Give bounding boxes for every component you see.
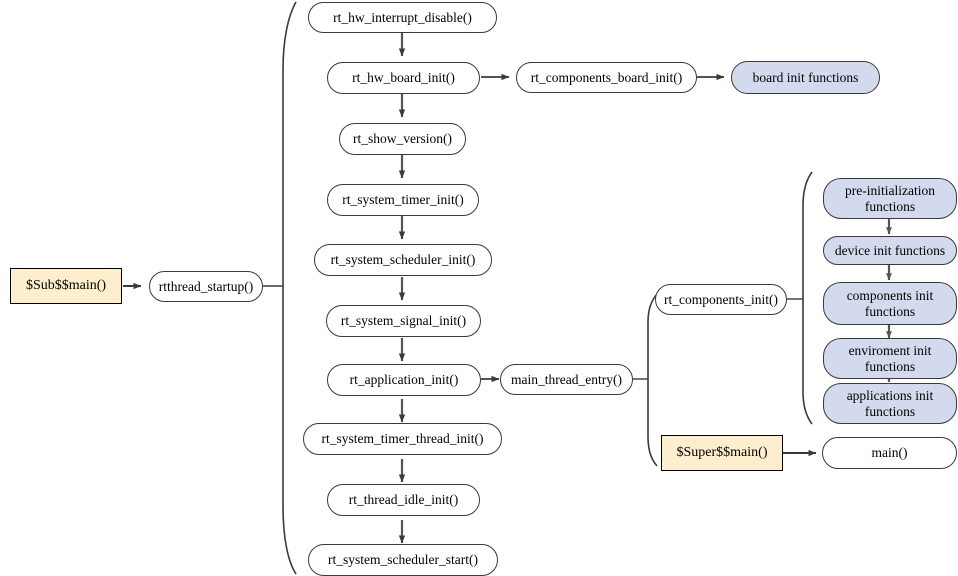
- node-rt-components-board-init[interactable]: rt_components_board_init(): [516, 62, 697, 93]
- node-label: enviroment init functions: [848, 343, 932, 374]
- node-pre-initialization-functions[interactable]: pre-initialization functions: [823, 178, 957, 219]
- node-enviroment-init-functions[interactable]: enviroment init functions: [823, 338, 957, 379]
- node-label: rt_components_init(): [664, 291, 778, 307]
- brace-main-thread-entry-group: [647, 293, 658, 467]
- node-label: rt_system_scheduler_start(): [328, 552, 478, 568]
- node-label: rt_system_timer_init(): [342, 192, 464, 208]
- node-rtthread-startup[interactable]: rtthread_startup(): [149, 271, 263, 302]
- node-label: rt_components_board_init(): [530, 69, 683, 85]
- node-main-thread-entry[interactable]: main_thread_entry(): [500, 364, 633, 395]
- node-components-init-functions[interactable]: components init functions: [823, 282, 957, 325]
- node-super-main[interactable]: $Super$$main(): [661, 435, 783, 471]
- brace-startup-sequence: [282, 1, 297, 575]
- node-label: board init functions: [752, 69, 859, 85]
- node-label: main_thread_entry(): [511, 371, 622, 387]
- node-label: device init functions: [834, 242, 946, 258]
- node-label: rt_application_init(): [349, 372, 459, 388]
- brace-init-functions-group: [802, 171, 813, 425]
- node-rt-system-scheduler-init[interactable]: rt_system_scheduler_init(): [314, 244, 492, 276]
- node-rt-system-timer-init[interactable]: rt_system_timer_init(): [327, 184, 479, 216]
- node-device-init-functions[interactable]: device init functions: [823, 236, 957, 265]
- node-rt-system-scheduler-start[interactable]: rt_system_scheduler_start(): [308, 544, 498, 576]
- node-super-main-label: $Super$$main(): [676, 445, 768, 461]
- node-sub-main[interactable]: $Sub$$main(): [10, 268, 122, 304]
- node-rt-application-init[interactable]: rt_application_init(): [327, 364, 481, 396]
- node-rt-hw-interrupt-disable[interactable]: rt_hw_interrupt_disable(): [308, 2, 497, 33]
- node-label: rt_show_version(): [353, 131, 452, 147]
- node-label: rt_system_signal_init(): [340, 313, 467, 329]
- node-applications-init-functions[interactable]: applications init functions: [823, 383, 957, 424]
- node-rt-system-signal-init[interactable]: rt_system_signal_init(): [326, 305, 481, 337]
- node-label: rt_hw_interrupt_disable(): [333, 9, 472, 25]
- node-label: rt_system_timer_thread_init(): [321, 431, 484, 447]
- node-label: applications init functions: [846, 388, 934, 419]
- node-rt-hw-board-init[interactable]: rt_hw_board_init(): [327, 62, 480, 94]
- node-label: components init functions: [846, 288, 934, 319]
- node-rtthread-startup-label: rtthread_startup(): [158, 278, 254, 294]
- node-rt-show-version[interactable]: rt_show_version(): [339, 123, 466, 155]
- node-label: main(): [871, 445, 908, 461]
- node-label: rt_thread_idle_init(): [348, 492, 459, 508]
- node-rt-system-timer-thread-init[interactable]: rt_system_timer_thread_init(): [303, 423, 502, 455]
- node-label: rt_hw_board_init(): [352, 70, 455, 86]
- node-sub-main-label: $Sub$$main(): [25, 278, 107, 294]
- node-board-init-functions[interactable]: board init functions: [731, 61, 880, 94]
- node-rt-thread-idle-init[interactable]: rt_thread_idle_init(): [327, 484, 480, 516]
- node-label: pre-initialization functions: [845, 183, 935, 214]
- node-main[interactable]: main(): [822, 437, 957, 469]
- node-label: rt_system_scheduler_init(): [330, 252, 476, 268]
- node-rt-components-init[interactable]: rt_components_init(): [655, 284, 787, 315]
